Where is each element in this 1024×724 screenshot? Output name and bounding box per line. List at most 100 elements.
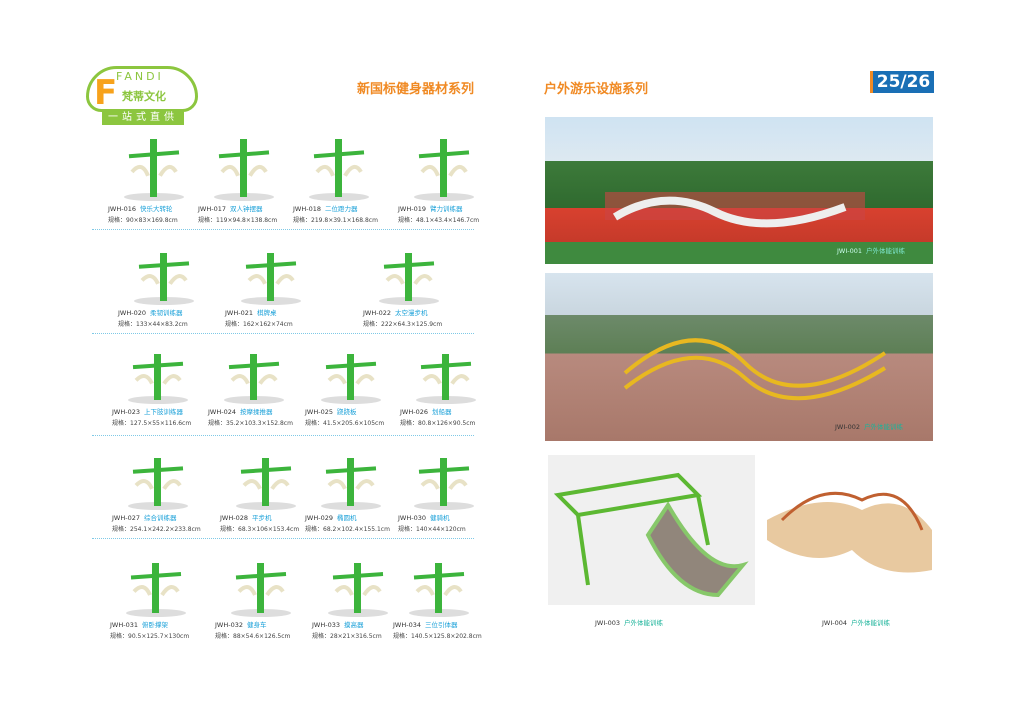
logo-slogan: 一站式直供 — [102, 110, 184, 125]
equipment-spec: 规格：162×162×74cm — [225, 319, 325, 328]
spec-value: 80.8×126×90.5cm — [418, 420, 476, 427]
equipment-illustration — [409, 563, 469, 617]
spec-value: 88×54.6×126.5cm — [233, 633, 291, 640]
equipment-spec: 规格：254.1×242.2×233.8cm — [112, 524, 212, 533]
equipment-code: JWH-027 — [112, 514, 140, 522]
right-section-title: 户外游乐设施系列 — [544, 82, 649, 97]
equipment-code: JWH-021 — [225, 309, 253, 317]
equipment-code: JWH-026 — [400, 408, 428, 416]
equipment-illustration — [416, 354, 476, 404]
equipment-code: JWH-033 — [312, 621, 340, 629]
spec-value: 90.5×125.7×130cm — [128, 633, 190, 640]
equipment-spec: 规格：119×94.8×138.8cm — [198, 215, 298, 224]
equipment-spec: 规格：28×21×316.5cm — [312, 631, 412, 640]
equipment-spec: 规格：222×64.3×125.9cm — [363, 319, 463, 328]
spec-label: 规格： — [305, 420, 324, 427]
equipment-spec: 规格：68.2×102.4×155.1cm — [305, 524, 405, 533]
spec-label: 规格： — [220, 526, 239, 533]
divider — [92, 229, 474, 230]
equipment-name: 健骑机 — [429, 514, 450, 522]
equipment-illustration — [128, 458, 188, 510]
spec-label: 规格： — [398, 217, 417, 224]
equipment-illustration — [309, 139, 369, 201]
equipment-name: 健身车 — [246, 621, 267, 629]
equipment-name: 三位引体器 — [424, 621, 458, 629]
equipment-code: JWH-034 — [393, 621, 421, 629]
equipment-spec: 规格：88×54.6×126.5cm — [215, 631, 315, 640]
equipment-illustration — [134, 253, 194, 305]
spec-label: 规格： — [112, 420, 131, 427]
equipment-code: JWH-029 — [305, 514, 333, 522]
spec-label: 规格： — [108, 217, 127, 224]
equipment-spec: 规格：90×83×169.8cm — [108, 215, 208, 224]
equipment-code: JWH-025 — [305, 408, 333, 416]
equipment-illustration — [321, 458, 381, 510]
spec-value: 254.1×242.2×233.8cm — [130, 526, 201, 533]
equipment-name: 双人钟摆器 — [229, 205, 263, 213]
spec-value: 140.5×125.8×202.8cm — [411, 633, 482, 640]
equipment-code: JWH-030 — [398, 514, 426, 522]
equipment-illustration — [414, 458, 474, 510]
equipment-illustration — [214, 139, 274, 201]
page-number: 25/26 — [870, 71, 934, 93]
equipment-code: JWH-019 — [398, 205, 426, 213]
equipment-spec: 规格：90.5×125.7×130cm — [110, 631, 210, 640]
equipment-name: 太空漫步机 — [394, 309, 428, 317]
render-rope-course — [762, 470, 940, 590]
spec-label: 规格： — [363, 321, 382, 328]
equipment-illustration — [128, 354, 188, 404]
equipment-name: 平步机 — [251, 514, 272, 522]
spec-value: 68.2×102.4×155.1cm — [323, 526, 390, 533]
logo-brand: FANDI — [116, 70, 164, 83]
divider — [92, 435, 474, 436]
spec-label: 规格： — [225, 321, 244, 328]
equipment-code: JWH-023 — [112, 408, 140, 416]
equipment-name: 臂力训练器 — [429, 205, 463, 213]
equipment-name: 二位蹬力器 — [324, 205, 358, 213]
equipment-spec: 规格：219.8×39.1×168.8cm — [293, 215, 393, 224]
spec-value: 162×162×74cm — [243, 321, 293, 328]
equipment-code: JWH-032 — [215, 621, 243, 629]
left-section-title: 新国标健身器材系列 — [357, 82, 475, 97]
spec-value: 133×44×83.2cm — [136, 321, 188, 328]
equipment-spec: 规格：80.8×126×90.5cm — [400, 418, 500, 427]
spec-value: 219.8×39.1×168.8cm — [311, 217, 378, 224]
spec-label: 规格： — [398, 526, 417, 533]
equipment-name: 上下肢训练器 — [143, 408, 183, 416]
divider — [92, 538, 474, 539]
spec-value: 140×44×120cm — [416, 526, 466, 533]
equipment-name: 跷跷板 — [336, 408, 357, 416]
equipment-name: 综合训练器 — [143, 514, 177, 522]
equipment-code: JWH-031 — [110, 621, 138, 629]
spec-value: 119×94.8×138.8cm — [216, 217, 278, 224]
equipment-spec: 规格：140.5×125.8×202.8cm — [393, 631, 493, 640]
render-net-climber — [548, 455, 755, 605]
